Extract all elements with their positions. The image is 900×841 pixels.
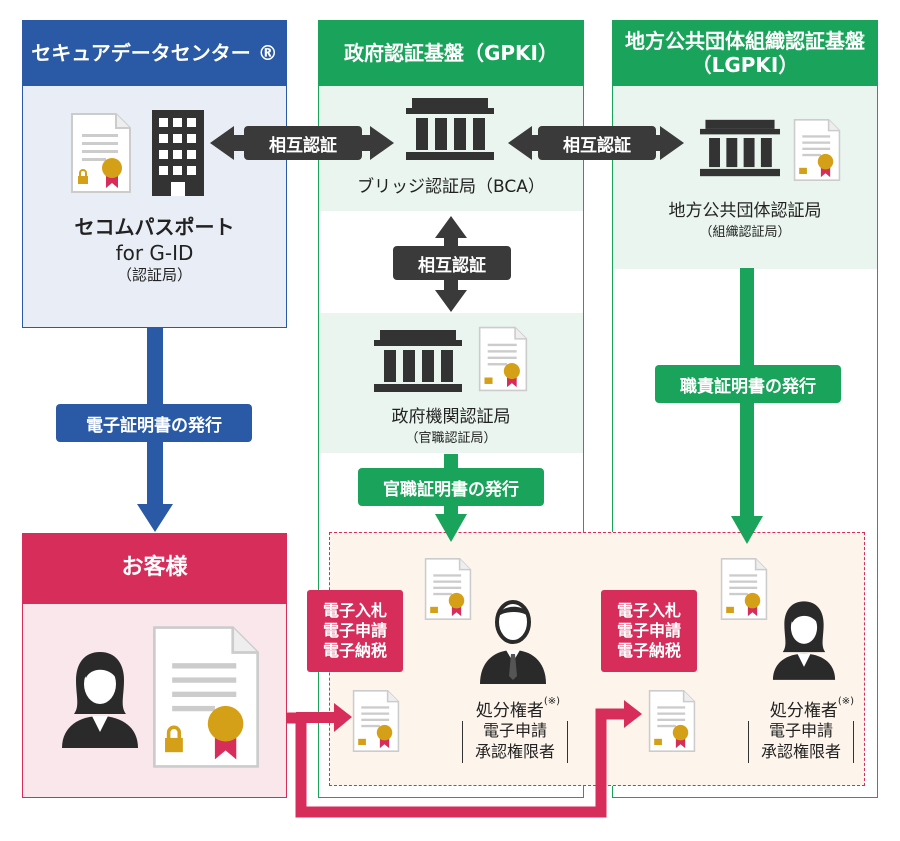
lgpki-header: 地方公共団体組織認証基盤 （LGPKI）: [612, 20, 878, 86]
authority-left-title-text: 処分権者: [475, 701, 544, 721]
authority-right-title-text: 処分権者: [769, 701, 838, 721]
certificate-icon: [793, 119, 841, 181]
lgpki-column: [612, 86, 878, 798]
government-building-icon: [374, 330, 462, 392]
businesswoman-icon: [62, 652, 138, 748]
building-icon: [152, 110, 204, 196]
secom-header: セキュアデータセンター ®: [22, 20, 287, 86]
certificate-icon: [352, 690, 400, 752]
mutual-right-label: 相互認証: [538, 126, 656, 160]
bridge-label: ブリッジ認証局（BCA）: [357, 177, 545, 197]
service-right-2: 電子申請: [616, 621, 681, 640]
authority-left-title: 処分権者(※): [458, 696, 578, 721]
lgpki-header-line1: 地方公共団体組織認証基盤: [625, 29, 865, 53]
local-authority-label: 地方公共団体認証局 （組織認証局）: [613, 196, 877, 240]
gov-authority-title: 政府機関認証局: [391, 407, 511, 427]
government-building-icon: [406, 98, 494, 160]
customer-header: お客様: [22, 533, 287, 603]
mutual-left-text: 相互認証: [269, 135, 337, 156]
secom-header-text: セキュアデータセンター ®: [31, 41, 278, 65]
lgpki-header-line2: （LGPKI）: [691, 53, 799, 77]
certificate-icon: [478, 326, 528, 392]
gpki-header: 政府認証基盤（GPKI）: [318, 20, 584, 86]
local-authority-title: 地方公共団体認証局: [668, 201, 822, 221]
lgpki-issue-text: 職責証明書の発行: [680, 376, 816, 397]
local-authority-sub: （組織認証局）: [699, 225, 791, 240]
secom-name-line1: セコムパスポート: [74, 215, 235, 239]
services-left: 電子入札 電子申請 電子納税: [307, 590, 403, 672]
authority-left-line1: 電子申請: [482, 721, 547, 740]
customer-header-text: お客様: [121, 554, 188, 580]
secom-name: セコムパスポート for G-ID （認証局）: [22, 214, 287, 286]
secom-issue-text: 電子証明書の発行: [86, 415, 222, 436]
gpki-column: [318, 86, 584, 798]
authority-right-line1: 電子申請: [768, 721, 833, 740]
customer-flow-left-stub: [296, 712, 336, 723]
gpki-issue-arrow-head: [435, 514, 467, 542]
certificate-icon: [71, 113, 131, 193]
certificate-icon: [720, 558, 768, 620]
gpki-issue-label: 官職証明書の発行: [358, 468, 544, 506]
service-right-1: 電子入札: [616, 601, 681, 620]
secom-issue-arrow-head: [137, 504, 173, 532]
service-left-3: 電子納税: [322, 641, 387, 660]
gov-authority-label: 政府機関認証局 （官職認証局）: [319, 402, 583, 446]
secom-name-line3: （認証局）: [116, 266, 192, 284]
lgpki-issue-arrow-head: [731, 516, 763, 544]
certificate-icon: [153, 626, 259, 768]
authority-right-title: 処分権者(※): [752, 696, 872, 721]
businesswoman-icon: [772, 601, 836, 680]
secom-name-line2: for G-ID: [115, 241, 194, 265]
certificate-icon: [648, 690, 696, 752]
authority-right-line2: 承認権限者: [760, 741, 841, 761]
secom-issue-label: 電子証明書の発行: [56, 404, 252, 442]
businessman-icon: [480, 600, 546, 684]
authority-left-box: 電子申請 承認権限者: [462, 721, 568, 763]
lgpki-issue-label: 職責証明書の発行: [655, 365, 841, 403]
service-right-3: 電子納税: [616, 641, 681, 660]
mutual-left-label: 相互認証: [244, 126, 362, 160]
gpki-header-text: 政府認証基盤（GPKI）: [343, 41, 558, 65]
gpki-issue-text: 官職証明書の発行: [383, 479, 519, 500]
customer-flow-line: [287, 708, 628, 818]
mutual-vertical-label: 相互認証: [393, 246, 511, 280]
gov-authority-sub: （官職認証局）: [405, 431, 497, 446]
service-left-2: 電子申請: [322, 621, 387, 640]
authority-left-note: (※): [543, 696, 561, 707]
customer-flow-right-head: [624, 700, 642, 728]
customer-flow-left-head: [334, 703, 352, 732]
certificate-icon: [424, 558, 472, 620]
services-right: 電子入札 電子申請 電子納税: [601, 590, 697, 672]
mutual-vertical-text: 相互認証: [418, 255, 486, 276]
government-building-icon: [700, 119, 780, 177]
authority-left-line2: 承認権限者: [474, 741, 555, 761]
service-left-1: 電子入札: [322, 601, 387, 620]
mutual-right-text: 相互認証: [563, 135, 631, 156]
authority-right-box: 電子申請 承認権限者: [748, 721, 854, 763]
authority-right-note: (※): [837, 696, 855, 707]
